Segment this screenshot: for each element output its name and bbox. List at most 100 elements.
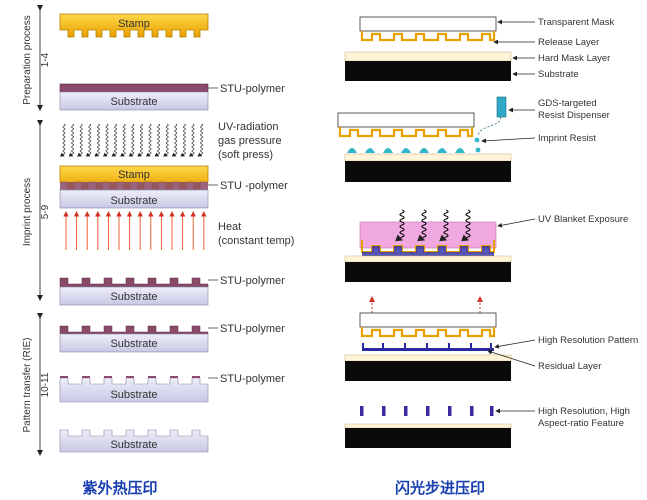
feature-pillar: [382, 406, 386, 416]
substrate-etch-1-label: Substrate: [110, 338, 157, 350]
stage-label-pattern-text: Pattern transfer (RIE): [22, 337, 33, 432]
resist-droplets: [347, 148, 465, 153]
high-res-features: [360, 406, 494, 416]
callout-stu-polymer-4: STU-polymer: [208, 323, 285, 335]
uv-wave-arrow: [154, 123, 161, 157]
uv-radiation-label: UV-radiation: [218, 121, 279, 133]
feature-pillar: [448, 406, 452, 416]
callout-stu-polymer-3-text: STU-polymer: [220, 275, 285, 287]
uv-squiggle-arrow: [461, 209, 471, 242]
uv-wave-arrow: [68, 123, 75, 157]
resist-droplet: [365, 148, 375, 153]
uv-wave-arrow: [111, 123, 118, 157]
substrate-imprint-label: Substrate: [110, 195, 157, 207]
caption-right: 闪光步进压印: [395, 479, 485, 497]
label-residual-layer: Residual Layer: [538, 361, 601, 372]
label-imprint-resist: Imprint Resist: [538, 133, 596, 144]
feature-pillar: [490, 406, 494, 416]
label-gds-dispenser-2: Resist Dispenser: [538, 110, 610, 121]
label-high-res-pattern: High Resolution Pattern: [538, 335, 638, 346]
stage-label-pattern: Pattern transfer (RIE) 10-11: [22, 313, 51, 456]
callout-stu-polymer-4-text: STU-polymer: [220, 323, 285, 335]
right-step4: [344, 296, 512, 381]
uv-wave-arrow: [197, 123, 204, 157]
substrate-after-imprint-label: Substrate: [110, 291, 157, 303]
substrate-etch-2-label: Substrate: [110, 389, 157, 401]
callout-stu-polymer-1-text: STU-polymer: [220, 83, 285, 95]
substrate-final-label: Substrate: [110, 439, 157, 451]
stamp-step1: Stamp: [59, 13, 209, 38]
right-step2: [337, 96, 512, 182]
label-gds-dispenser-1: GDS-targeted: [538, 98, 597, 109]
stage-label-preparation: Preparation process 1-4: [22, 5, 51, 111]
label-uv-blanket: UV Blanket Exposure: [538, 214, 628, 225]
uv-wave-arrow: [180, 123, 186, 157]
stamp-imprint: Stamp Substrate: [59, 165, 209, 209]
substrate-etch-2: Substrate: [59, 376, 209, 403]
callout-stu-polymer-5: STU-polymer: [208, 373, 285, 385]
right-step1: [344, 16, 512, 81]
stage-label-imprint-text: Imprint process: [22, 178, 33, 246]
resist-droplet: [455, 148, 465, 153]
label-feature-1: High Resolution, High: [538, 406, 630, 417]
right-step5: [344, 406, 512, 448]
feature-pillar: [360, 406, 364, 416]
right-labels-step4: High Resolution Pattern Residual Layer: [487, 335, 638, 372]
uv-wave-arrow: [102, 123, 109, 157]
label-hard-mask-layer: Hard Mask Layer: [538, 53, 610, 64]
uv-wave-arrow: [85, 123, 92, 157]
resist-droplet: [383, 148, 393, 153]
resist-dispenser: [496, 96, 507, 118]
stage-label-pattern-steps: 10-11: [40, 372, 51, 397]
soft-press-label: (soft press): [218, 149, 273, 161]
uv-squiggle-arrow: [439, 209, 449, 242]
feature-pillar: [404, 406, 408, 416]
uv-wave-arrow: [163, 123, 169, 157]
heat-label: Heat: [218, 221, 241, 233]
feature-pillar: [470, 406, 474, 416]
uv-wave-arrow: [120, 123, 126, 157]
label-release-layer: Release Layer: [538, 37, 599, 48]
uv-wave-arrow: [59, 123, 66, 157]
uv-wave-arrow: [145, 123, 152, 157]
callout-stu-polymer-3: STU-polymer: [208, 275, 285, 287]
right-labels-step1: Transparent Mask Release Layer Hard Mask…: [493, 17, 614, 80]
uv-radiation-arrows: [59, 123, 204, 157]
substrate-final: Substrate: [59, 429, 209, 453]
callout-stu-polymer-5-text: STU-polymer: [220, 373, 285, 385]
label-transparent-mask: Transparent Mask: [538, 17, 614, 28]
feature-pillar: [426, 406, 430, 416]
caption-left: 紫外热压印: [82, 479, 157, 497]
stage-label-imprint-steps: 5-9: [40, 204, 51, 219]
callout-stu-polymer-1: STU-polymer: [208, 83, 285, 95]
substrate-etch-1: Substrate: [59, 325, 209, 353]
right-labels-step3: UV Blanket Exposure: [497, 214, 628, 228]
right-labels-step5: High Resolution, High Aspect-ratio Featu…: [495, 406, 630, 429]
uv-wave-arrow: [171, 123, 178, 157]
callout-stu-polymer-2: STU -polymer: [208, 180, 288, 192]
right-step3: [344, 209, 512, 282]
stamp-imprint-label: Stamp: [118, 169, 150, 181]
substrate-step2: Substrate: [59, 83, 209, 111]
callout-stu-polymer-2-text: STU -polymer: [220, 180, 288, 192]
resist-droplet: [419, 148, 429, 153]
resist-droplet: [347, 148, 357, 153]
label-feature-2: Aspect-ratio Feature: [538, 418, 624, 429]
uv-exposure-arrows: [395, 209, 471, 242]
uv-wave-arrow: [128, 123, 135, 157]
resist-droplet: [401, 148, 411, 153]
stamp-step1-label: Stamp: [118, 18, 150, 30]
substrate-after-imprint: Substrate: [59, 277, 209, 306]
label-substrate-right: Substrate: [538, 69, 579, 80]
resist-droplet: [437, 148, 447, 153]
gas-pressure-label: gas pressure: [218, 135, 282, 147]
uv-squiggle-arrow: [395, 209, 405, 242]
uv-wave-arrow: [137, 123, 143, 157]
stage-label-preparation-text: Preparation process: [22, 15, 33, 105]
substrate-step2-label: Substrate: [110, 96, 157, 108]
stage-label-preparation-steps: 1-4: [40, 52, 51, 67]
stage-label-imprint: Imprint process 5-9: [22, 120, 51, 301]
uv-squiggle-arrow: [417, 209, 427, 242]
heat-arrows: [63, 211, 207, 250]
